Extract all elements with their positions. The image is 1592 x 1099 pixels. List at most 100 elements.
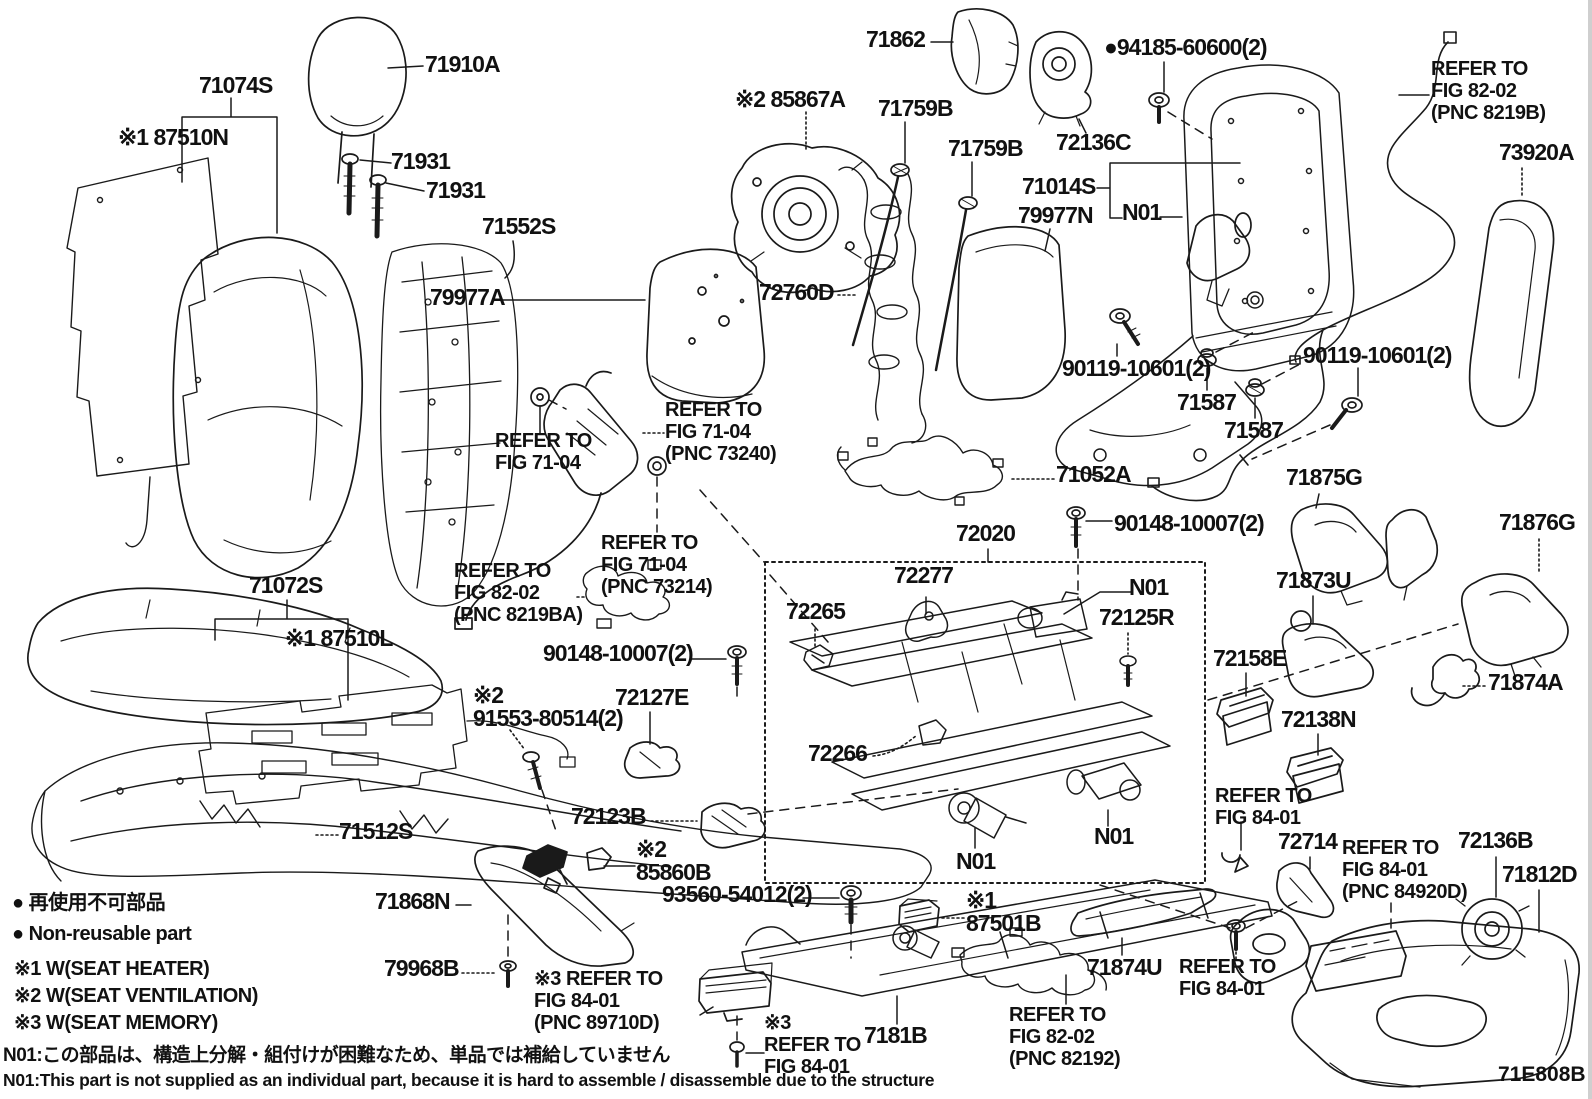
part-shield-71868N (474, 845, 635, 967)
part-nut-fig71-04 (647, 456, 667, 476)
label-94185-60600: ●94185-60600(2) (1104, 34, 1268, 60)
part-trim-71874U (1070, 888, 1217, 937)
label-71874U: 71874U (1087, 954, 1163, 980)
label-72714: 72714 (1278, 828, 1338, 854)
dotted-leaders (315, 111, 1540, 974)
label-72277: 72277 (894, 562, 954, 588)
label-N01-b: N01 (1129, 574, 1169, 600)
part-ecu-89710D (698, 962, 773, 1068)
part-springs-72760D (838, 166, 927, 444)
label-87510N: ※1 87510N (118, 124, 229, 150)
part-back-board-71862 (950, 8, 1019, 95)
part-cover-72158E (1216, 687, 1274, 746)
part-harness-82192 (951, 927, 1107, 996)
label-72020: 72020 (956, 520, 1016, 546)
label-ref-8219B: REFER TO FIG 82-02 (PNC 8219B) (1431, 58, 1546, 124)
label-72127E: 72127E (615, 684, 689, 710)
part-pad-79977N (956, 225, 1066, 401)
part-switch-panel-84920D (1305, 930, 1407, 992)
note-seat-ventilation: ※2 W(SEAT VENTILATION) (14, 985, 258, 1007)
label-79968B: 79968B (384, 955, 460, 981)
label-90119-a: 90119-10601(2) (1062, 355, 1211, 381)
leader-lines (181, 41, 1540, 1054)
label-ref-89710D: ※3 REFER TO FIG 84-01 (PNC 89710D) (534, 968, 663, 1034)
part-bolt-94185-60600 (1148, 92, 1170, 124)
part-screw-91553-80514 (522, 751, 542, 790)
label-72125R: 72125R (1099, 604, 1175, 630)
part-headrest-supports-71931 (341, 153, 387, 239)
label-71875G: 71875G (1286, 464, 1363, 490)
part-harness-8219B (1147, 31, 1457, 502)
label-71862: 71862 (866, 26, 926, 52)
label-90148-b: 90148-10007(2) (543, 640, 694, 666)
label-N01-d: N01 (956, 848, 996, 874)
part-bolts-90119-10601 (1109, 308, 1363, 430)
note-seat-heater: ※1 W(SEAT HEATER) (14, 958, 210, 980)
label-ref-8401-c: REFER TO FIG 84-01 (1179, 956, 1276, 1000)
part-bracket-side (1385, 509, 1439, 601)
part-side-shield-71812D (1291, 919, 1580, 1088)
part-cushion-heater-87510L (198, 684, 576, 805)
part-pad-79977A (646, 248, 766, 404)
part-cushion-pad-71512S (31, 742, 932, 905)
part-bolt-fig84-01 (1226, 919, 1246, 951)
label-72266: 72266 (808, 740, 868, 766)
label-90148-a: 90148-10007(2) (1114, 510, 1265, 536)
footnote-n01-jp: N01:この部品は、構造上分解・組付けが困難なため、単品では補給していません (3, 1045, 671, 1066)
label-87501B: ※1 87501B (966, 887, 1042, 937)
label-71873U: 71873U (1276, 567, 1352, 593)
part-relay-87501B (898, 898, 940, 933)
part-memory-rail-7181B (741, 879, 1273, 997)
part-cushion-cover-71072S (27, 587, 444, 726)
part-screw-79968B (499, 960, 517, 988)
label-79977A: 79977A (430, 284, 506, 310)
label-71512S: 71512S (339, 818, 413, 844)
label-71874A: 71874A (1488, 669, 1564, 695)
part-bracket-71875G (1290, 503, 1389, 606)
part-studs-71759B (851, 163, 978, 372)
part-side-airbag-73920A (1468, 199, 1555, 428)
label-ref-8401-a: REFER TO FIG 84-01 (1215, 785, 1312, 829)
part-motor-72136B (1455, 898, 1530, 966)
assembly-dash-lines (507, 111, 1459, 1041)
label-87510L: ※1 87510L (285, 625, 393, 651)
label-71759B-a: 71759B (878, 95, 954, 121)
part-cover-72138N (1286, 747, 1344, 804)
part-lumbar-actuator-n01 (1186, 212, 1252, 307)
part-harness-71052A (836, 435, 1004, 506)
label-71052A: 71052A (1056, 461, 1132, 487)
label-72123B: 72123B (571, 803, 647, 829)
label-ref-84920D: REFER TO FIG 84-01 (PNC 84920D) (1342, 837, 1468, 903)
label-90119-b: 90119-10601(2) (1303, 342, 1452, 368)
part-lever-72714 (1276, 862, 1335, 919)
label-ref-8219BA: REFER TO FIG 82-02 (PNC 8219BA) (454, 560, 583, 626)
label-71876G: 71876G (1499, 509, 1576, 535)
label-71014S: 71014S (1022, 173, 1096, 199)
legend-nonreusable-en: ● Non-reusable part (12, 923, 192, 945)
label-71910A: 71910A (425, 51, 501, 77)
label-85860B: ※2 85860B (636, 836, 712, 886)
label-71931-b: 71931 (426, 177, 486, 203)
label-ref-73240: REFER TO FIG 71-04 (PNC 73240) (665, 399, 777, 465)
label-71072S: 71072S (249, 572, 323, 598)
part-seatback-cover-71074S (172, 236, 363, 579)
part-pigtail-8219BA (582, 559, 670, 629)
part-nuts-71587 (1197, 348, 1265, 397)
part-adjuster-box-72020 (764, 561, 1206, 884)
label-N01-c: N01 (1094, 823, 1134, 849)
label-72265: 72265 (786, 598, 846, 624)
label-71868N: 71868N (375, 888, 451, 914)
part-airbag-module-85867A (730, 142, 901, 294)
label-ref-82192: REFER TO FIG 82-02 (PNC 82192) (1009, 1004, 1121, 1070)
label-N01-a: N01 (1122, 199, 1162, 225)
part-hook-71874A (1410, 653, 1481, 707)
part-bracket-71876G (1460, 573, 1569, 677)
part-seatback-pad-71552S (379, 243, 519, 607)
part-switch-85860B (522, 844, 612, 894)
part-motor-72136C (1029, 30, 1093, 127)
part-seat-track-assembly (789, 591, 1171, 839)
right-edge-strip (1588, 0, 1592, 1099)
label-71552S: 71552S (482, 213, 556, 239)
